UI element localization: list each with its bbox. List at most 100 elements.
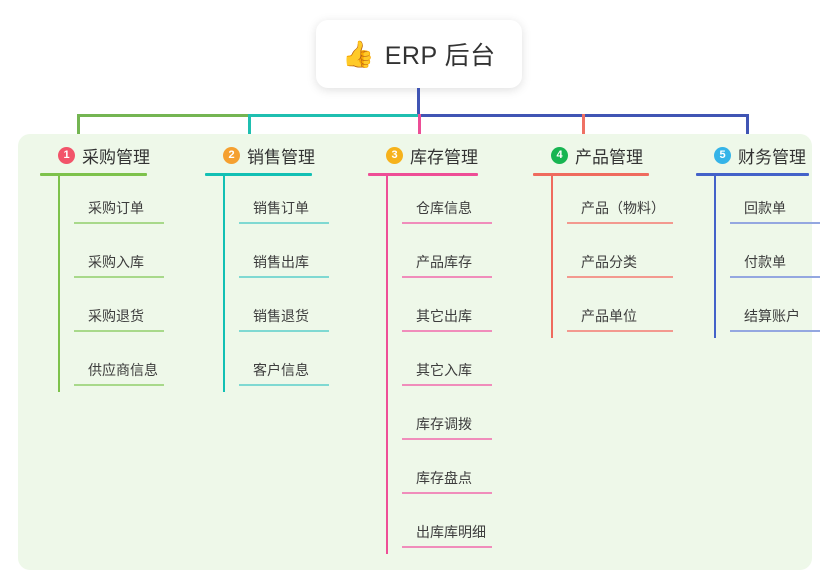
- branch-item-rule: [402, 546, 492, 548]
- branch-item-label: 产品单位: [581, 308, 637, 324]
- branch-items: 销售订单销售出库销售退货客户信息: [223, 176, 365, 392]
- branch-item-rule: [402, 384, 492, 386]
- branch-header-3[interactable]: 3 库存管理: [368, 142, 538, 168]
- branch-item-label: 产品库存: [416, 254, 472, 270]
- branch-item-label: 采购入库: [88, 254, 144, 270]
- branch-item[interactable]: 销售退货: [239, 284, 365, 338]
- branch-item-rule: [239, 222, 329, 224]
- branch-number-badge: 3: [386, 146, 403, 164]
- branch-item[interactable]: 采购订单: [74, 176, 200, 230]
- branch-items: 仓库信息产品库存其它出库其它入库库存调拨库存盘点出库库明细: [386, 176, 538, 554]
- branch-header-4[interactable]: 4 产品管理: [533, 142, 708, 168]
- branch-item-label: 销售退货: [253, 308, 309, 324]
- branch-spine: [58, 176, 60, 392]
- branch-item-rule: [74, 384, 164, 386]
- branch-item-rule: [402, 330, 492, 332]
- branch-item-rule: [239, 384, 329, 386]
- branch-item-label: 产品（物料）: [581, 200, 665, 216]
- branch-spine: [223, 176, 225, 392]
- branch-spine: [386, 176, 388, 554]
- branch-item-label: 销售订单: [253, 200, 309, 216]
- branch-item-label: 销售出库: [253, 254, 309, 270]
- branch-item[interactable]: 付款单: [730, 230, 839, 284]
- branch-item[interactable]: 库存调拨: [402, 392, 538, 446]
- branch-3: 3 库存管理仓库信息产品库存其它出库其它入库库存调拨库存盘点出库库明细: [368, 142, 538, 554]
- branch-item-rule: [402, 276, 492, 278]
- branch-title: 财务管理: [738, 147, 806, 167]
- branch-number-badge: 2: [223, 146, 240, 164]
- branch-item[interactable]: 库存盘点: [402, 446, 538, 500]
- canvas-panel: [18, 134, 812, 570]
- connector-bar-segment-1: [77, 114, 251, 117]
- branch-items: 回款单付款单结算账户: [714, 176, 839, 338]
- branch-item-label: 采购订单: [88, 200, 144, 216]
- branch-rule: [368, 173, 478, 176]
- root-node[interactable]: 👍 ERP 后台: [316, 20, 522, 88]
- branch-item[interactable]: 销售出库: [239, 230, 365, 284]
- branch-item-rule: [74, 276, 164, 278]
- branch-item[interactable]: 产品（物料）: [567, 176, 708, 230]
- branch-item-rule: [567, 222, 673, 224]
- branch-item-label: 结算账户: [744, 308, 800, 324]
- branch-item[interactable]: 产品单位: [567, 284, 708, 338]
- connector-drop-2: [248, 114, 251, 144]
- branch-item-label: 回款单: [744, 200, 786, 216]
- branch-item[interactable]: 仓库信息: [402, 176, 538, 230]
- branch-rule: [40, 173, 147, 176]
- branch-item[interactable]: 客户信息: [239, 338, 365, 392]
- branch-spine: [551, 176, 553, 338]
- branch-item-rule: [74, 222, 164, 224]
- branch-item-label: 出库库明细: [416, 524, 486, 540]
- branch-item-label: 库存调拨: [416, 416, 472, 432]
- branch-item-rule: [402, 222, 492, 224]
- branch-item-label: 付款单: [744, 254, 786, 270]
- root-title: ERP 后台: [384, 42, 496, 70]
- branch-item-rule: [730, 330, 820, 332]
- branch-number-badge: 5: [714, 146, 731, 164]
- branch-item-label: 产品分类: [581, 254, 637, 270]
- branch-item[interactable]: 采购退货: [74, 284, 200, 338]
- branch-item-rule: [239, 276, 329, 278]
- connector-drop-5: [746, 114, 749, 144]
- branch-title: 库存管理: [410, 147, 478, 167]
- branch-item-label: 采购退货: [88, 308, 144, 324]
- branch-item-rule: [730, 276, 820, 278]
- branch-item[interactable]: 其它入库: [402, 338, 538, 392]
- branch-item-label: 供应商信息: [88, 362, 158, 378]
- branch-item[interactable]: 回款单: [730, 176, 839, 230]
- branch-item[interactable]: 其它出库: [402, 284, 538, 338]
- branch-rule: [696, 173, 809, 176]
- branch-items: 产品（物料） 产品分类产品单位: [551, 176, 708, 338]
- branch-item[interactable]: 销售订单: [239, 176, 365, 230]
- branch-item-label: 客户信息: [253, 362, 309, 378]
- branch-number-badge: 4: [551, 146, 568, 164]
- branch-item-rule: [730, 222, 820, 224]
- branch-4: 4 产品管理产品（物料） 产品分类产品单位: [533, 142, 708, 338]
- branch-item[interactable]: 产品库存: [402, 230, 538, 284]
- connector-drop-1: [77, 114, 80, 144]
- branch-item-label: 其它入库: [416, 362, 472, 378]
- branch-item-label: 库存盘点: [416, 470, 472, 486]
- branch-item-label: 其它出库: [416, 308, 472, 324]
- branch-spine: [714, 176, 716, 338]
- branch-item[interactable]: 出库库明细: [402, 500, 538, 554]
- branch-title: 产品管理: [575, 147, 643, 167]
- branch-item-rule: [402, 492, 492, 494]
- connector-drop-4: [582, 114, 585, 144]
- branch-items: 采购订单采购入库采购退货供应商信息: [58, 176, 200, 392]
- branch-item-rule: [402, 438, 492, 440]
- branch-item-label: 仓库信息: [416, 200, 472, 216]
- branch-item[interactable]: 结算账户: [730, 284, 839, 338]
- branch-item-rule: [74, 330, 164, 332]
- branch-item[interactable]: 供应商信息: [74, 338, 200, 392]
- connector-drop-3: [418, 114, 421, 144]
- branch-header-5[interactable]: 5 财务管理: [696, 142, 839, 168]
- branch-item[interactable]: 产品分类: [567, 230, 708, 284]
- connector-trunk: [417, 88, 420, 115]
- branch-rule: [205, 173, 312, 176]
- branch-item[interactable]: 采购入库: [74, 230, 200, 284]
